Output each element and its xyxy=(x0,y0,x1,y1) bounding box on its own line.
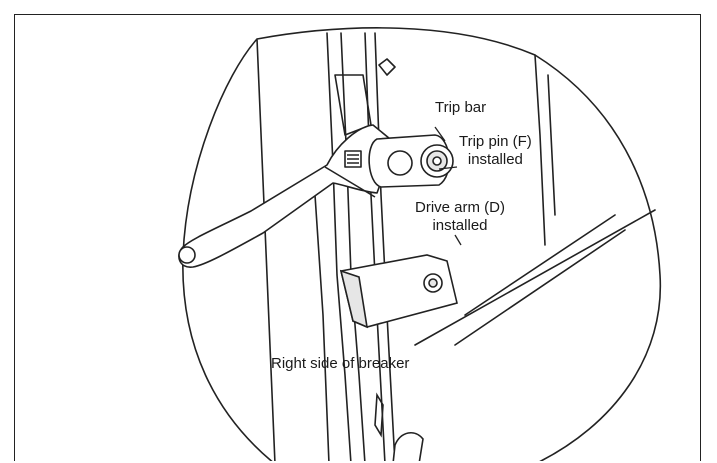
lower-fastener xyxy=(374,392,424,461)
drive-arm-label: Drive arm (D) installed xyxy=(415,199,505,235)
magnified-view-outline xyxy=(182,27,662,461)
trip-pin-label: Trip pin (F) installed xyxy=(459,133,532,169)
trip-bar-label: Trip bar xyxy=(435,99,487,116)
breaker-illustration xyxy=(178,27,662,461)
right-side-label: Right side of breaker xyxy=(271,355,410,372)
leader-lines xyxy=(434,126,462,246)
wrench xyxy=(178,124,396,268)
trip-bar-assembly xyxy=(368,134,454,188)
drive-arm-block xyxy=(339,254,458,329)
upper-bracket xyxy=(334,74,372,136)
diagram-frame: Trip bar Trip pin (F) installed Drive ar… xyxy=(14,14,701,461)
trip-pin-label-line2: installed xyxy=(467,151,523,168)
drive-arm-label-line1: Drive arm (D) xyxy=(415,199,505,216)
diagonal-plate xyxy=(414,209,656,346)
drive-arm-label-line2: installed xyxy=(432,217,488,234)
breaker-rails xyxy=(314,32,556,461)
trip-pin-label-line1: Trip pin (F) xyxy=(459,133,532,150)
